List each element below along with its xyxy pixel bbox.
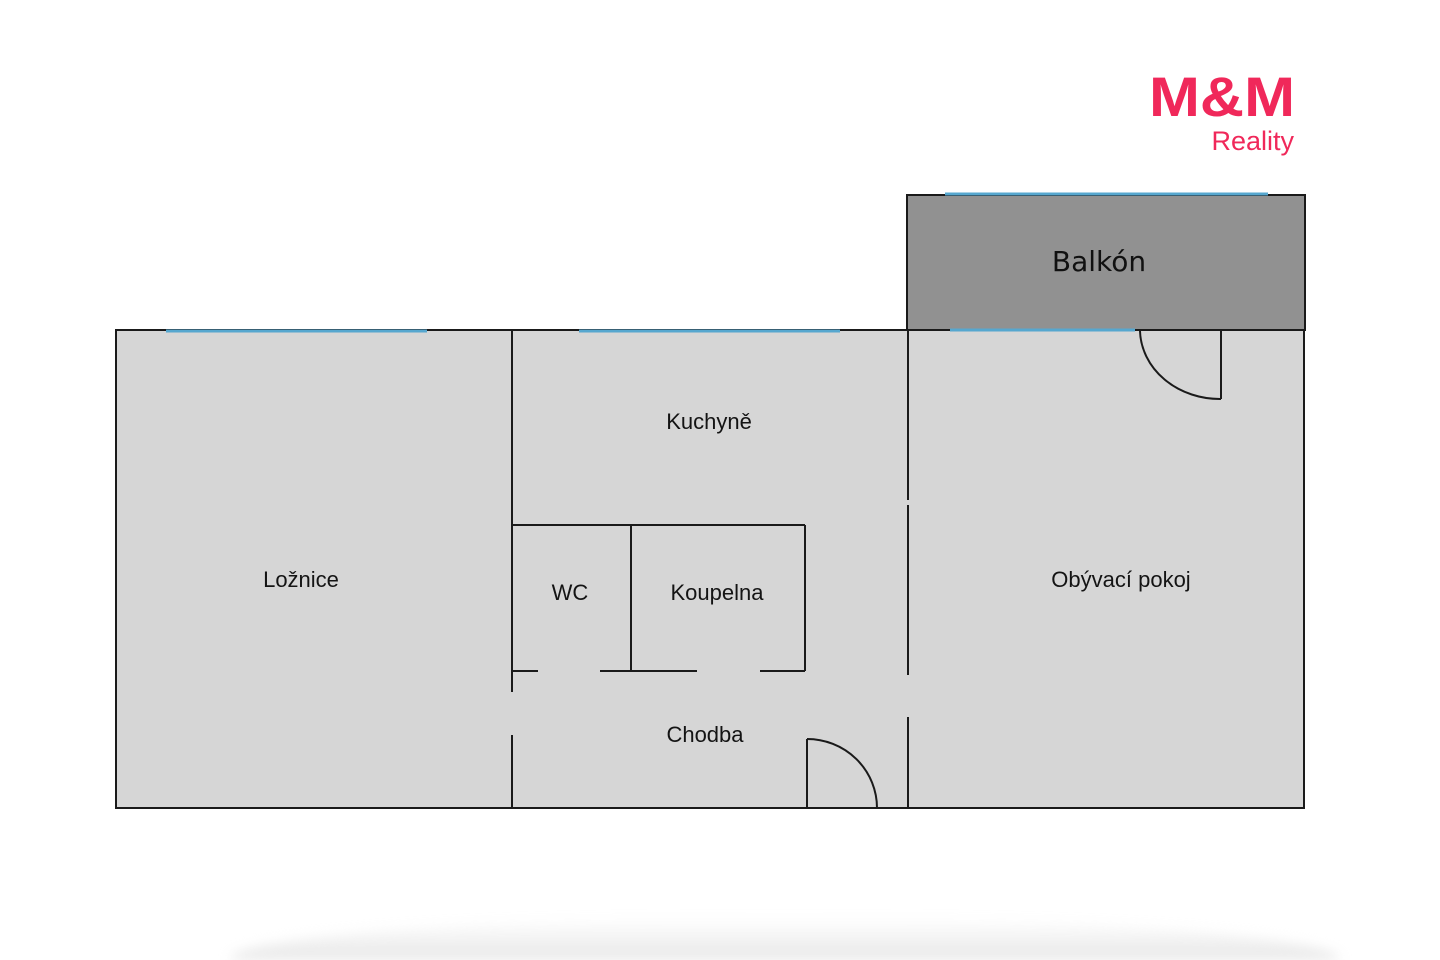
windows [166, 192, 1268, 333]
door-entrance [806, 738, 878, 809]
balcony-fill [907, 195, 1305, 330]
logo-sub: Reality [1211, 126, 1294, 156]
room-label-obyvaci-pokoj: Obývací pokoj [1051, 567, 1190, 592]
room-center-fill [512, 330, 908, 808]
door-balcony [1139, 330, 1222, 401]
room-label-kuchyne: Kuchyně [666, 409, 752, 434]
room-label-balkon: Balkón [1052, 245, 1146, 278]
room-label-koupelna: Koupelna [671, 580, 765, 605]
room-obyvaci-pokoj-fill [908, 330, 1304, 808]
room-loznice-fill [116, 330, 512, 808]
room-label-loznice: Ložnice [263, 567, 339, 592]
room-label-wc: WC [552, 580, 589, 605]
logo: M&M Reality [1149, 65, 1295, 156]
logo-main: M&M [1149, 65, 1295, 128]
room-label-chodba: Chodba [666, 722, 744, 747]
